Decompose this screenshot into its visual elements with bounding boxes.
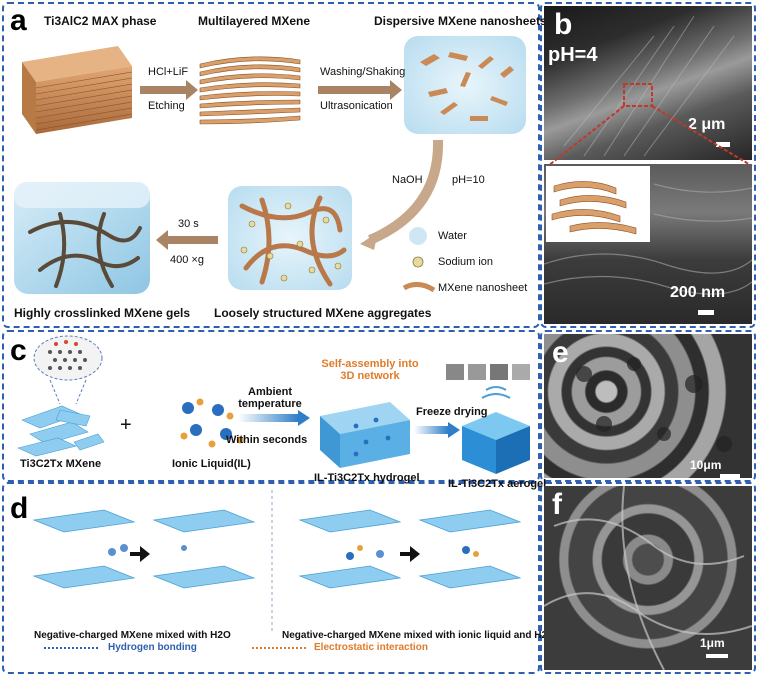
ambient-label: Ambient temperature: [230, 386, 310, 410]
aerogel-thumbs: [446, 364, 530, 380]
naoh-label: NaOH: [392, 174, 423, 186]
panel-a-illustration: [0, 0, 540, 330]
aggregate-label: Loosely structured MXene aggregates: [214, 306, 431, 320]
aerogel-cube: [462, 412, 530, 474]
arrow-centrifuge: [156, 230, 218, 250]
sem-e: [544, 334, 752, 478]
scale-top-bar: [716, 142, 730, 147]
step1-bottom: Etching: [148, 100, 185, 112]
panel-b-label: b: [554, 10, 572, 40]
mxene-flakes: [18, 406, 104, 456]
gel-cube: [14, 182, 150, 294]
il-label: Ionic Liquid(IL): [172, 458, 251, 470]
arrow-washing: [318, 80, 402, 100]
step3-top: 30 s: [178, 218, 199, 230]
d-legend-hb: Hydrogen bonding: [108, 642, 197, 653]
d-sheets: [34, 510, 520, 588]
zoom-ellipse: [34, 336, 102, 380]
panel-d-illustration: [0, 482, 540, 674]
legend-sheet-marker: [404, 284, 434, 290]
step1-top: HCl+LiF: [148, 66, 188, 78]
d-left-caption: Negative-charged MXene mixed with H2O: [34, 630, 231, 641]
d-right-caption: Negative-charged MXene mixed with ionic …: [282, 630, 555, 641]
self-assembly-label: Self-assembly into 3D network: [320, 358, 420, 382]
scale-top-label: 2 μm: [688, 116, 725, 134]
ph4-label: pH=4: [548, 44, 597, 67]
f-scale-bar: [706, 654, 728, 658]
sem-b-top: [544, 6, 752, 160]
step2-bottom: Ultrasonication: [320, 100, 393, 112]
d-legend-ei: Electrostatic interaction: [314, 642, 428, 653]
step2-top: Washing/Shaking: [320, 66, 405, 78]
d-arrow-left: [130, 546, 150, 562]
hydrogel-block: [320, 402, 410, 468]
e-scale-bar: [720, 474, 740, 478]
arrow-freeze: [414, 426, 448, 434]
inset-sheets: [546, 166, 650, 242]
scale-bottom-bar: [698, 310, 714, 315]
multilayer-mxene: [200, 57, 300, 124]
inset-sheets-drawing: [546, 166, 650, 242]
aggregate-water: [228, 186, 352, 290]
legend-water-marker: [409, 227, 427, 245]
panel-e-label: e: [552, 338, 569, 368]
scale-bottom-label: 200 nm: [670, 284, 725, 302]
legend-sheet-label: MXene nanosheet: [438, 282, 527, 294]
freeze-label: Freeze drying: [416, 406, 488, 418]
max-phase-block: [22, 46, 132, 134]
plus-sign: +: [120, 414, 132, 437]
arrow-ambient: [238, 414, 298, 422]
panel-f-label: f: [552, 490, 562, 520]
step3-bottom: 400 ×g: [170, 254, 204, 266]
mxene-label: Ti3C2Tx MXene: [20, 458, 101, 470]
sem-e-texture: [544, 334, 752, 478]
arrow-etching: [140, 80, 198, 100]
sem-b-texture: [544, 6, 752, 160]
arrow-naoh: [370, 140, 438, 240]
legend-sodium-marker: [413, 257, 423, 267]
ph10-label: pH=10: [452, 174, 485, 186]
within-label: Within seconds: [226, 434, 307, 446]
d-molecules: [108, 544, 479, 560]
gel-label: Highly crosslinked MXene gels: [14, 306, 190, 320]
legend-water-label: Water: [438, 230, 467, 242]
d-arrow-right: [400, 546, 420, 562]
legend-sodium-label: Sodium ion: [438, 256, 493, 268]
f-scale-label: 1μm: [700, 636, 725, 650]
e-scale-label: 10μm: [690, 458, 721, 472]
